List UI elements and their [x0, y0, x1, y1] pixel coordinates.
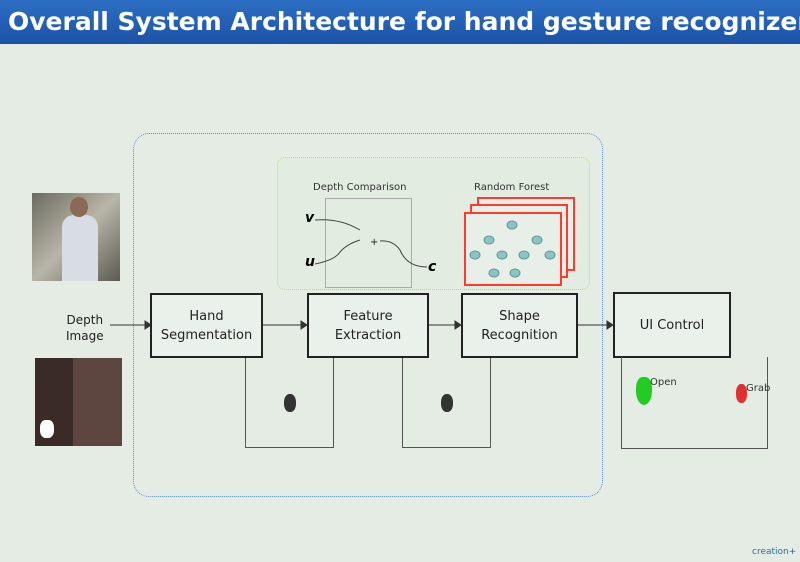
box-line: Feature [343, 308, 393, 324]
depth-comparison-label: Depth Comparison [313, 182, 407, 193]
box-line: Recognition [481, 327, 558, 343]
depth-image-label: Depth Image [66, 312, 104, 344]
depth-comparison-box [325, 198, 412, 288]
slide-title: Overall System Architecture for hand ges… [0, 0, 800, 44]
box-line: Shape [499, 308, 540, 324]
label-line: Image [66, 329, 104, 343]
svg-text:+: + [370, 237, 378, 248]
pipeline-arrows [110, 320, 614, 330]
var-c: c [428, 259, 437, 275]
random-forest-trees [464, 197, 575, 286]
person-photo [32, 193, 120, 281]
depth-image [35, 358, 122, 446]
box-line: Hand [189, 308, 224, 324]
grab-label: Grab [746, 383, 771, 394]
brand-logo: creation+ [752, 547, 797, 557]
ui-control-box: UI Control [613, 292, 731, 358]
core-module-frame [133, 133, 603, 497]
random-forest-label: Random Forest [474, 182, 550, 193]
var-v: v [305, 210, 315, 226]
segmentation-output [245, 358, 334, 448]
feature-output [402, 358, 491, 448]
ui-output: Open Grab [621, 357, 771, 449]
depth-comparison-arrows: + [314, 219, 428, 268]
open-label: Open [650, 377, 677, 388]
open-hand-icon [636, 377, 652, 405]
box-line: Segmentation [160, 327, 253, 343]
label-line: Depth [66, 313, 104, 327]
grab-hand-icon [736, 384, 747, 403]
box-line: UI Control [639, 317, 705, 333]
var-u: u [305, 254, 315, 270]
box-line: Extraction [334, 327, 402, 343]
